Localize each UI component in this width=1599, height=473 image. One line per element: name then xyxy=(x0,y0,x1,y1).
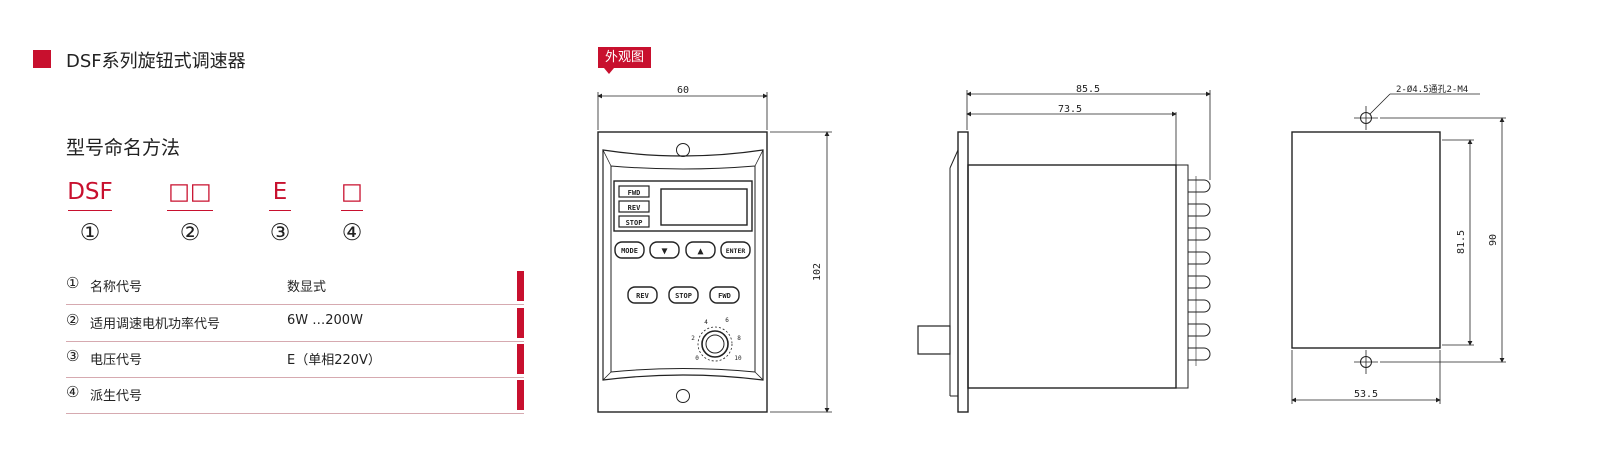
front-view xyxy=(597,92,832,413)
back-hole-spacing-label: 81.5 xyxy=(1456,230,1467,254)
drawing-tag: 外观图 xyxy=(598,47,652,74)
indicator-rev: REV xyxy=(628,204,641,212)
code-underline-3 xyxy=(269,210,291,211)
dial-mark-0: 0 xyxy=(695,355,699,362)
title-marker xyxy=(33,50,51,68)
row-num: ① xyxy=(66,274,80,292)
code-part-1: DSF xyxy=(67,179,113,205)
key-down: ▼ xyxy=(661,246,667,257)
naming-row-2: ② 适用调速电机功率代号 6W …200W xyxy=(66,305,524,342)
dial-mark-8: 8 xyxy=(737,335,741,342)
row-value: E（单相220V） xyxy=(287,353,381,368)
key-mode: MODE xyxy=(621,247,638,255)
indicator-stop: STOP xyxy=(626,219,643,227)
code-num-3: ③ xyxy=(269,220,291,246)
code-underline-4 xyxy=(341,210,363,211)
run-button-rev: REV xyxy=(636,292,649,300)
back-width-label: 53.5 xyxy=(1354,389,1378,400)
key-enter: ENTER xyxy=(726,247,746,255)
row-label: 名称代号 xyxy=(90,280,143,295)
back-height-label: 90 xyxy=(1488,234,1499,246)
dial-mark-6: 6 xyxy=(725,317,729,324)
row-num: ② xyxy=(66,311,80,329)
code-num-1: ① xyxy=(79,220,101,246)
dial-mark-10: 10 xyxy=(734,355,742,362)
dial-mark-4: 4 xyxy=(704,319,708,326)
naming-row-4: ④ 派生代号 xyxy=(66,377,524,414)
row-accent-bar xyxy=(517,271,524,301)
code-part-2: □□ xyxy=(168,179,212,205)
naming-row-3: ③ 电压代号 E（单相220V） xyxy=(66,341,524,378)
code-num-2: ② xyxy=(179,220,201,246)
page-title: DSF系列旋钮式调速器 xyxy=(66,51,246,72)
row-accent-bar xyxy=(517,308,524,338)
run-button-fwd: FWD xyxy=(718,292,731,300)
run-button-stop: STOP xyxy=(675,292,692,300)
side-overall-label: 85.5 xyxy=(1076,84,1100,95)
naming-title: 型号命名方法 xyxy=(66,137,181,159)
code-num-4: ④ xyxy=(341,220,363,246)
back-view xyxy=(1291,93,1506,404)
dial-mark-2: 2 xyxy=(691,335,695,342)
code-underline-2 xyxy=(167,210,213,211)
indicator-fwd: FWD xyxy=(628,189,641,197)
row-accent-bar xyxy=(517,344,524,374)
naming-row-1: ① 名称代号 数显式 xyxy=(66,268,524,305)
row-accent-bar xyxy=(517,380,524,410)
side-body-label: 73.5 xyxy=(1058,104,1082,115)
side-view xyxy=(917,90,1211,413)
row-label: 派生代号 xyxy=(90,389,143,404)
code-part-3: E xyxy=(272,179,288,205)
row-value: 6W …200W xyxy=(287,313,363,328)
row-value: 数显式 xyxy=(287,280,327,295)
back-holes-label: 2-Ø4.5通孔2-M4 xyxy=(1396,84,1468,95)
front-height-label: 102 xyxy=(812,263,823,281)
row-label: 适用调速电机功率代号 xyxy=(90,317,221,332)
row-num: ③ xyxy=(66,347,80,365)
code-underline-1 xyxy=(68,210,112,211)
row-label: 电压代号 xyxy=(90,353,143,368)
code-part-4: □ xyxy=(341,179,363,205)
front-width-label: 60 xyxy=(677,85,689,96)
row-num: ④ xyxy=(66,383,80,401)
key-up: ▲ xyxy=(697,246,703,257)
